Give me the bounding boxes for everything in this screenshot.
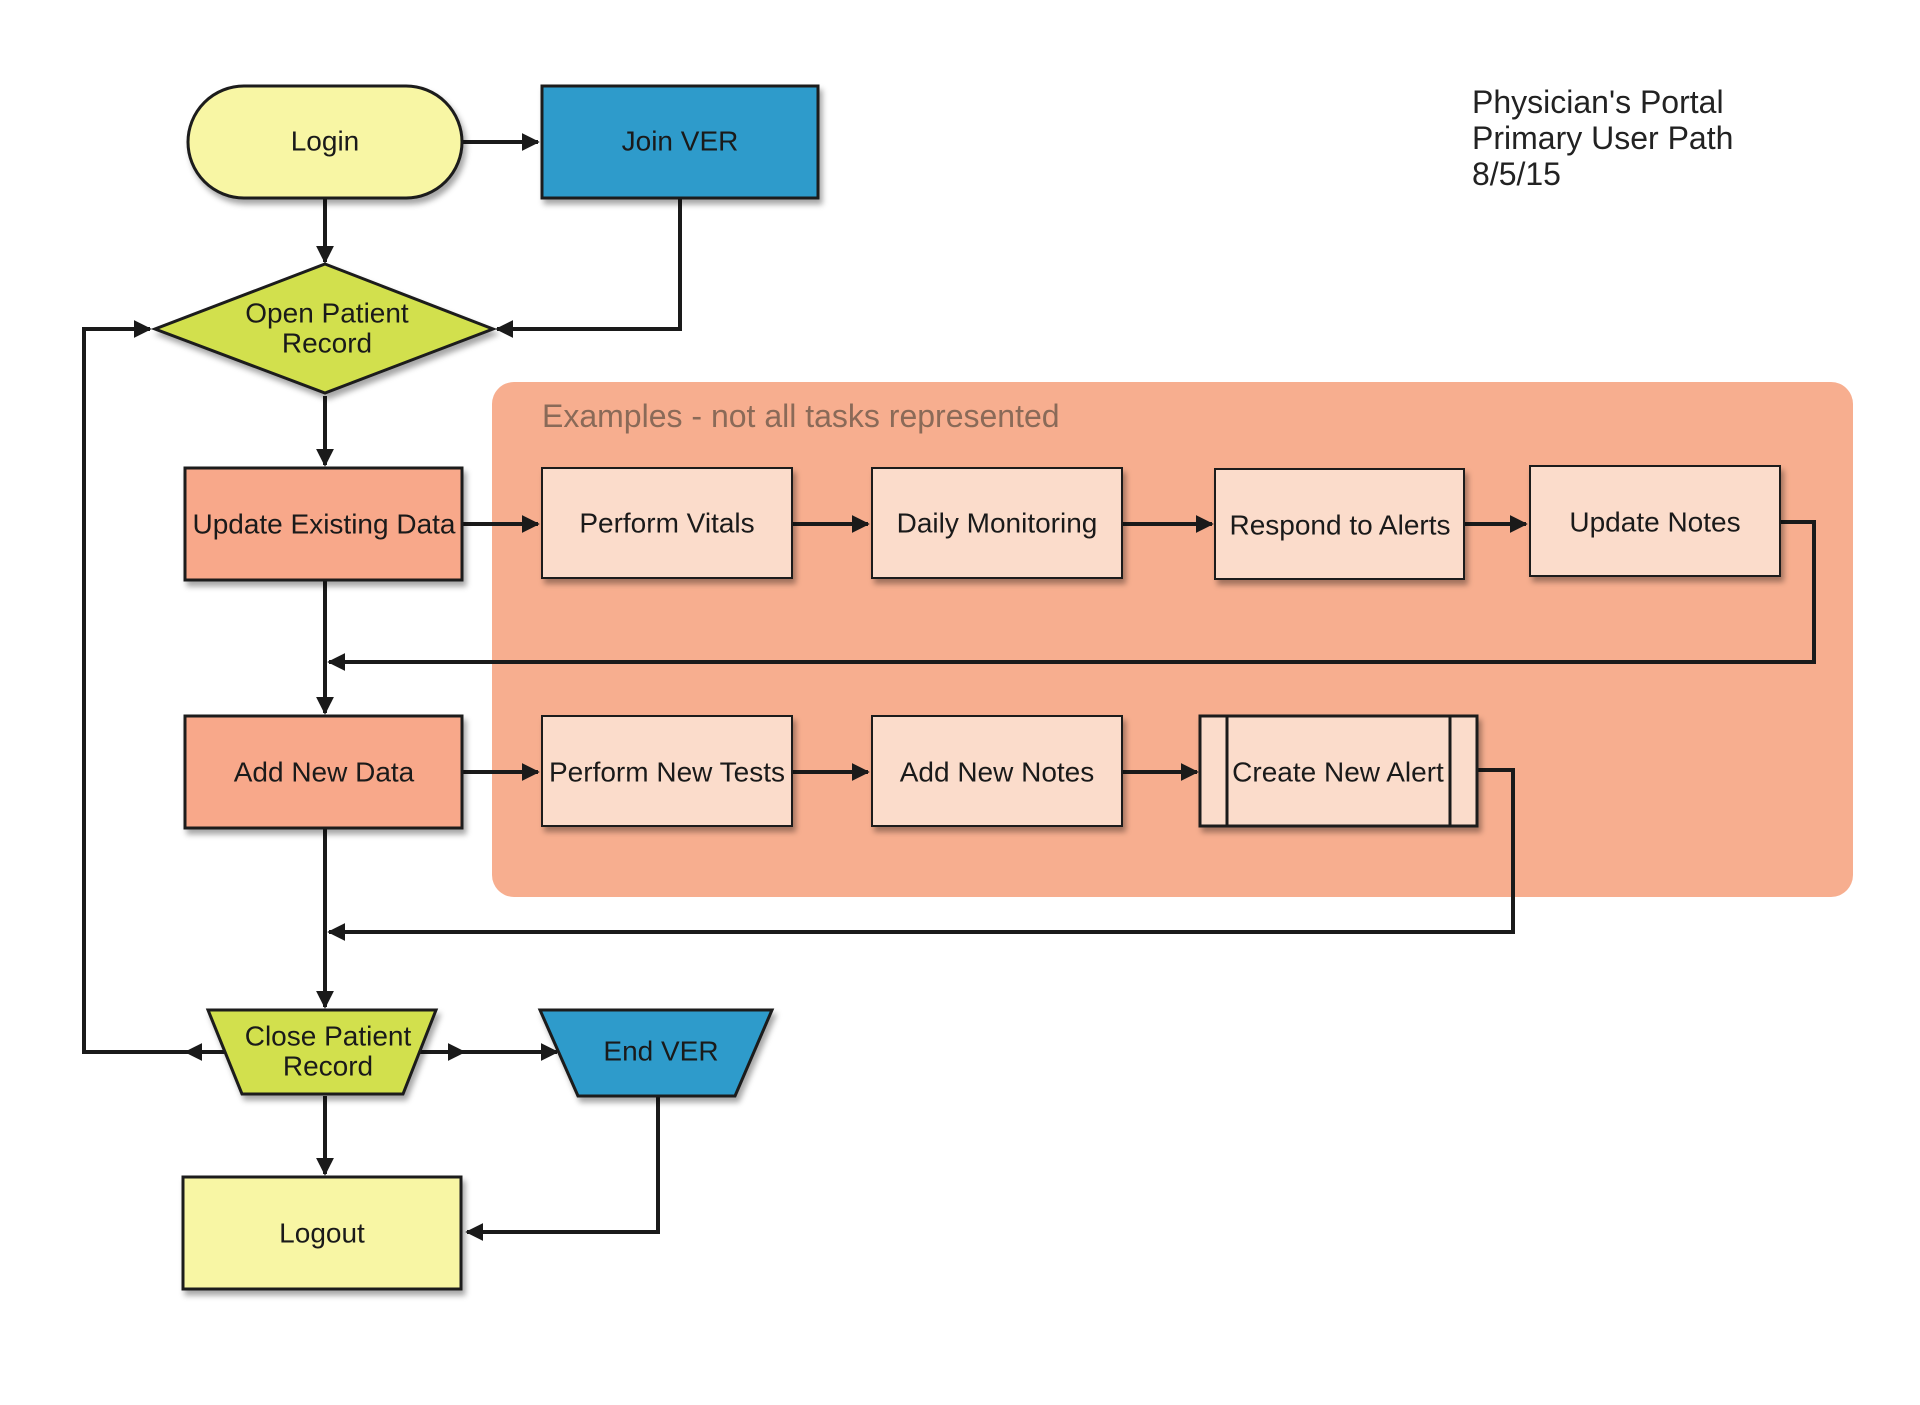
edge-end-ver-to-logout	[465, 1097, 660, 1241]
update-notes-shape	[1529, 465, 1781, 577]
perform-vitals-label: Perform Vitals	[579, 507, 754, 538]
end-ver-label: End VER	[603, 1035, 718, 1066]
node-open-patient-record: Open Patient Record	[150, 262, 498, 395]
open-patient-record-shape	[150, 262, 498, 395]
node-join-ver: Join VER	[540, 84, 820, 200]
edge-update-notes-return	[327, 520, 1816, 671]
create-new-alert-shape	[1198, 714, 1479, 828]
node-perform-vitals: Perform Vitals	[541, 467, 793, 579]
close-patient-record-label-line-1: Close Patient	[245, 1020, 412, 1051]
title-line-2: Primary User Path	[1472, 120, 1733, 156]
node-daily-monitoring: Daily Monitoring	[871, 467, 1123, 579]
daily-monitoring-label: Daily Monitoring	[897, 507, 1098, 538]
node-respond-to-alerts: Respond to Alerts	[1214, 468, 1465, 580]
add-new-notes-label: Add New Notes	[900, 756, 1095, 787]
add-new-data-shape	[183, 714, 464, 830]
edge-create-alert-return	[327, 768, 1515, 941]
node-update-existing-data: Update Existing Data	[183, 466, 464, 582]
close-patient-record-label-line-2: Record	[283, 1050, 373, 1081]
open-patient-record-label-line-2: Record	[282, 327, 372, 358]
nodes: Login Join VER Open Patient Record Updat…	[150, 84, 1781, 1291]
end-ver-shape	[537, 1008, 775, 1098]
update-notes-label: Update Notes	[1569, 506, 1740, 537]
node-login: Login	[186, 84, 464, 200]
join-ver-shape	[540, 84, 820, 200]
node-end-ver: End VER	[537, 1008, 775, 1098]
daily-monitoring-shape	[871, 467, 1123, 579]
add-new-data-label: Add New Data	[234, 756, 415, 787]
edge-close-record-loop-to-open-record	[82, 320, 233, 1054]
perform-vitals-shape	[541, 467, 793, 579]
node-close-patient-record: Close Patient Record	[205, 1008, 439, 1096]
join-ver-label: Join VER	[622, 125, 739, 156]
examples-region-label: Examples - not all tasks represented	[542, 398, 1060, 434]
node-perform-new-tests: Perform New Tests	[541, 715, 793, 827]
edge-join-ver-to-open-patient-record	[495, 198, 682, 338]
open-patient-record-label-line-1: Open Patient	[245, 297, 409, 328]
node-add-new-data: Add New Data	[183, 714, 464, 830]
logout-label: Logout	[279, 1217, 365, 1248]
add-new-notes-shape	[871, 715, 1123, 827]
logout-shape	[181, 1175, 463, 1291]
node-logout: Logout	[181, 1175, 463, 1291]
login-shape	[186, 84, 464, 200]
title-line-3: 8/5/15	[1472, 156, 1561, 192]
perform-new-tests-label: Perform New Tests	[549, 756, 785, 787]
node-update-notes: Update Notes	[1529, 465, 1781, 577]
update-existing-data-label: Update Existing Data	[192, 508, 455, 539]
edges	[82, 133, 1816, 1241]
node-add-new-notes: Add New Notes	[871, 715, 1123, 827]
close-patient-record-shape	[205, 1008, 439, 1096]
title-line-1: Physician's Portal	[1472, 84, 1724, 120]
perform-new-tests-shape	[541, 715, 793, 827]
respond-to-alerts-shape	[1214, 468, 1465, 580]
create-new-alert-label: Create New Alert	[1232, 756, 1444, 787]
respond-to-alerts-label: Respond to Alerts	[1229, 509, 1450, 540]
diagram-title: Physician's Portal Primary User Path 8/5…	[1472, 84, 1733, 192]
node-create-new-alert: Create New Alert	[1198, 714, 1479, 828]
update-existing-data-shape	[183, 466, 464, 582]
login-label: Login	[291, 125, 360, 156]
